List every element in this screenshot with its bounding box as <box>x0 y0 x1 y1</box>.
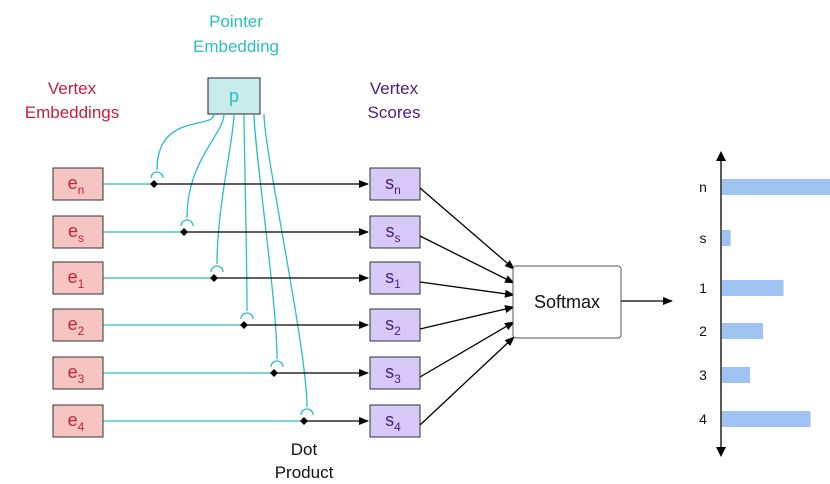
connector-hop <box>210 265 224 273</box>
dot-product-node <box>270 369 278 377</box>
vertex-embeddings-label-line2: Embeddings <box>25 103 120 122</box>
pointer-box-label: p <box>229 86 239 106</box>
vertex-score-label: s2 <box>385 314 401 338</box>
vertex-score-box <box>369 404 421 438</box>
distribution-bar <box>722 179 830 195</box>
vertex-score-box <box>369 167 421 201</box>
vertex-score-label: s3 <box>385 362 401 386</box>
distribution-category-label: 4 <box>699 411 707 427</box>
connector-hop <box>240 312 254 320</box>
vertex-score-label: ss <box>386 221 401 245</box>
vertex-embedding-box <box>52 167 104 201</box>
distribution-bar <box>722 367 751 383</box>
vertex-score-label: sn <box>385 173 401 197</box>
vertex-embedding-label: es <box>68 221 84 245</box>
vertex-score-box <box>369 356 421 390</box>
dot-product-label-line2: Product <box>275 463 334 482</box>
pointer-box <box>207 77 261 115</box>
score-to-softmax-arrow <box>419 235 515 284</box>
axis-arrow-up <box>716 151 726 161</box>
vertex-score-box <box>369 308 421 342</box>
distribution-bar <box>722 323 764 339</box>
pointer-embedding-label-line1: Pointer <box>209 12 263 31</box>
softmax-label: Softmax <box>534 292 600 312</box>
pointer-connector <box>156 113 215 171</box>
distribution-category-label: s <box>700 230 707 246</box>
dot-product-node <box>180 228 188 236</box>
pointer-embedding-label-line2: Embedding <box>193 37 279 56</box>
vertex-embedding-label: e1 <box>68 267 85 291</box>
vertex-scores-label-line1: Vertex <box>370 79 419 98</box>
vertex-embedding-label: e3 <box>68 362 85 386</box>
distribution-bars: n s 1 2 3 4 <box>699 179 830 427</box>
score-to-softmax-arrow <box>419 281 515 298</box>
dot-product-node <box>210 274 218 282</box>
connector-hop <box>270 360 284 368</box>
vertex-embedding-label: en <box>68 173 85 197</box>
vertex-embedding-box <box>52 215 104 249</box>
vertex-embeddings-label-line1: Vertex <box>48 79 97 98</box>
connector-hop <box>150 171 164 179</box>
distribution-bar <box>722 230 731 246</box>
vertex-embedding-box <box>52 261 104 295</box>
distribution-bar <box>722 280 784 296</box>
vertex-embedding-box <box>52 308 104 342</box>
distribution-category-label: 1 <box>699 280 707 296</box>
score-to-softmax-arrow <box>419 305 515 330</box>
score-to-softmax-arrow <box>419 321 515 378</box>
connector-hop <box>180 219 194 227</box>
vertex-embedding-box <box>52 356 104 390</box>
connector-hop <box>300 408 314 416</box>
dot-product-node <box>240 321 248 329</box>
vertex-score-box <box>369 261 421 295</box>
dot-product-label-line1: Dot <box>291 440 318 459</box>
vertex-score-label: s4 <box>385 410 401 434</box>
pointer-connector <box>186 113 225 219</box>
pointer-connector <box>216 113 235 265</box>
vertex-score-label: s1 <box>385 267 401 291</box>
vertex-embedding-label: e4 <box>68 410 85 434</box>
vertex-embedding-label: e2 <box>68 314 85 338</box>
vertex-score-box <box>369 215 421 249</box>
pointer-connector <box>253 113 278 360</box>
score-to-softmax-arrow <box>419 336 515 426</box>
axis-arrow-down <box>716 447 726 457</box>
distribution-category-label: n <box>699 179 707 195</box>
teal-connectors <box>103 113 314 422</box>
softmax-box <box>512 265 622 339</box>
pointer-connector <box>243 113 248 312</box>
dot-product-node <box>150 180 158 188</box>
distribution-category-label: 2 <box>699 323 707 339</box>
pointer-connector <box>263 113 308 408</box>
vertex-embedding-box <box>52 404 104 438</box>
dot-product-node <box>300 417 308 425</box>
score-to-softmax-arrow <box>419 187 515 270</box>
distribution-bar <box>722 411 811 427</box>
distribution-category-label: 3 <box>699 367 707 383</box>
rows: en sn es ss e1 s1 e2 s2 e3 s3 e4 s4 <box>52 167 515 438</box>
vertex-scores-label-line2: Scores <box>368 103 421 122</box>
